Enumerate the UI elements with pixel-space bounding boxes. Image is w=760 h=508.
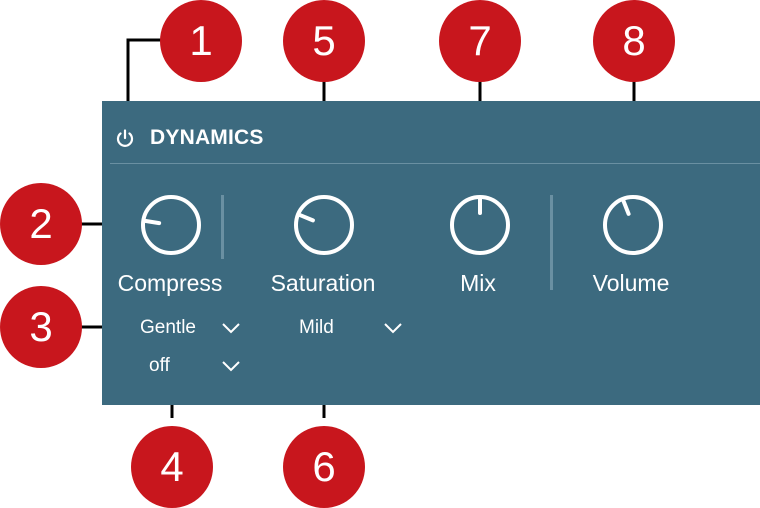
chevron-down-icon [222,361,240,372]
compress-mode-dropdown[interactable]: Gentle [140,315,244,341]
header-divider [110,163,760,164]
volume-knob[interactable] [601,193,665,257]
chevron-down-icon [384,323,402,334]
callout-8: 8 [593,0,675,82]
compress-knob-indicator [142,218,162,226]
knob-separator-2 [550,195,553,290]
dynamics-panel [102,101,760,405]
callout-5: 5 [283,0,365,82]
volume-knob-indicator [621,197,631,216]
mix-label: Mix [460,270,496,296]
saturation-label: Saturation [270,270,376,296]
callout-3: 3 [0,286,82,368]
compress-extra-value: off [149,355,170,376]
volume-label: Volume [592,270,670,296]
compress-label: Compress [117,270,223,296]
mix-knob[interactable] [448,193,512,257]
panel-title: DYNAMICS [150,126,264,149]
callout-4: 4 [131,426,213,508]
saturation-mode-value: Mild [299,317,334,338]
saturation-knob[interactable] [292,193,356,257]
saturation-knob-indicator [297,212,315,223]
chevron-down-icon [222,323,240,334]
compress-mode-value: Gentle [140,317,196,338]
callout-7: 7 [439,0,521,82]
knob-separator-1 [221,195,224,259]
callout-6: 6 [283,426,365,508]
callout-2: 2 [0,183,82,265]
compress-extra-dropdown[interactable]: off [149,353,244,379]
power-icon[interactable] [114,128,136,150]
compress-knob[interactable] [139,193,203,257]
saturation-mode-dropdown[interactable]: Mild [299,315,409,341]
callout-1: 1 [160,0,242,82]
